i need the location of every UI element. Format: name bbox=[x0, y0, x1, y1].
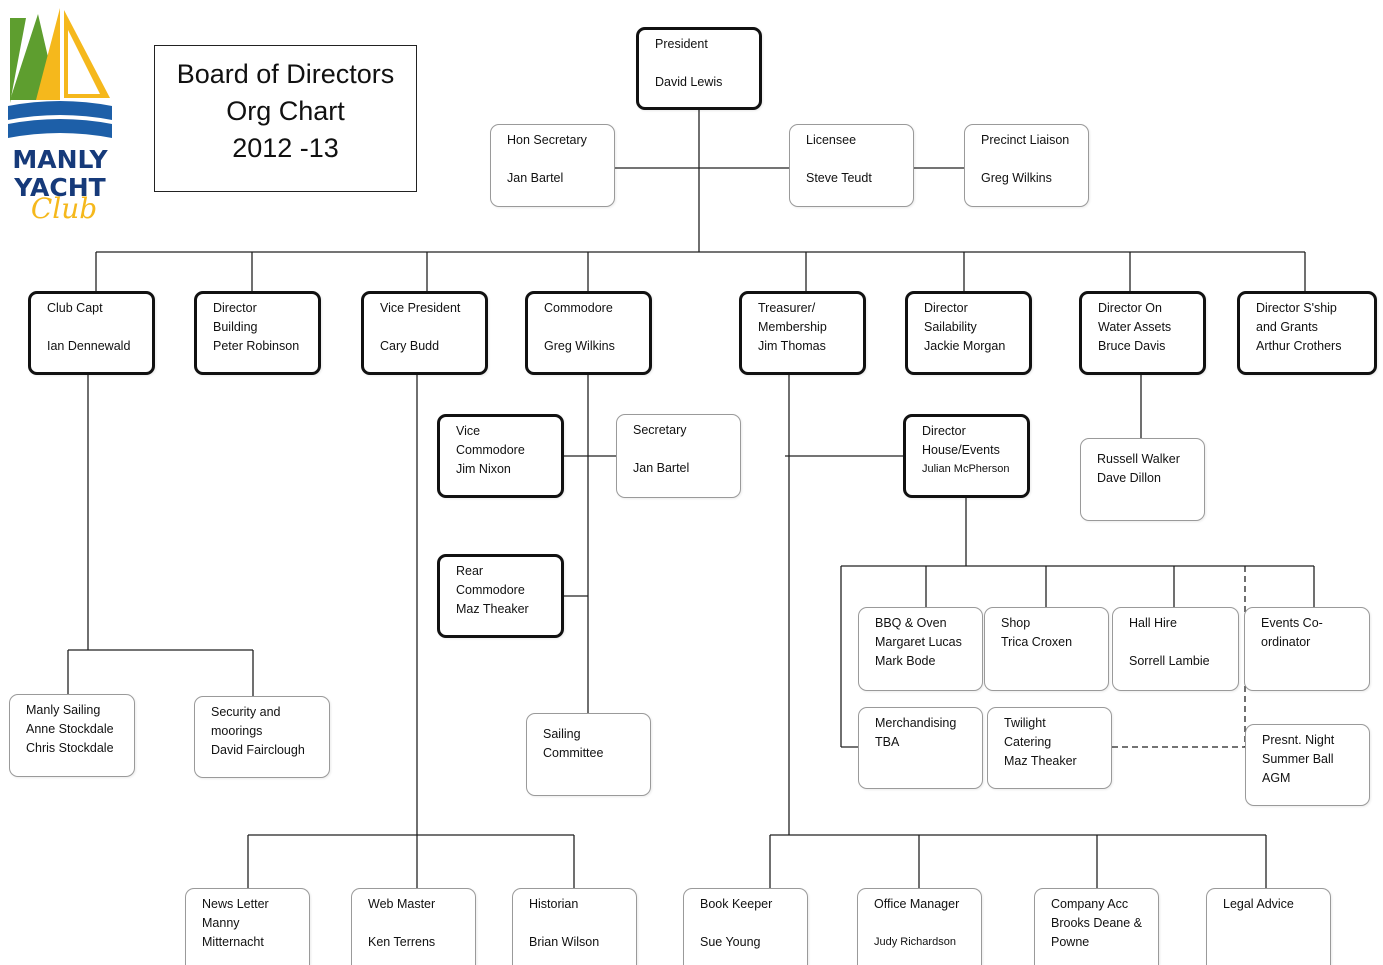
chart-title-box: Board of Directors Org Chart 2012 -13 bbox=[154, 45, 417, 192]
logo-yacht-text: YACHT bbox=[13, 173, 105, 202]
legal-advice-box: Legal Advice bbox=[1206, 888, 1331, 965]
title-line-2: Org Chart bbox=[226, 96, 345, 126]
events-coordinator-box: Events Co-ordinator bbox=[1244, 607, 1370, 691]
manly-yacht-club-logo: MANLY YACHT Club bbox=[8, 8, 112, 225]
logo-manly-text: MANLY bbox=[12, 145, 108, 174]
title-line-3: 2012 -13 bbox=[232, 133, 339, 163]
president-role: President bbox=[655, 37, 708, 51]
title-line-1: Board of Directors bbox=[176, 59, 395, 89]
president-name: David Lewis bbox=[655, 75, 723, 89]
logo-club-text: Club bbox=[31, 192, 97, 225]
